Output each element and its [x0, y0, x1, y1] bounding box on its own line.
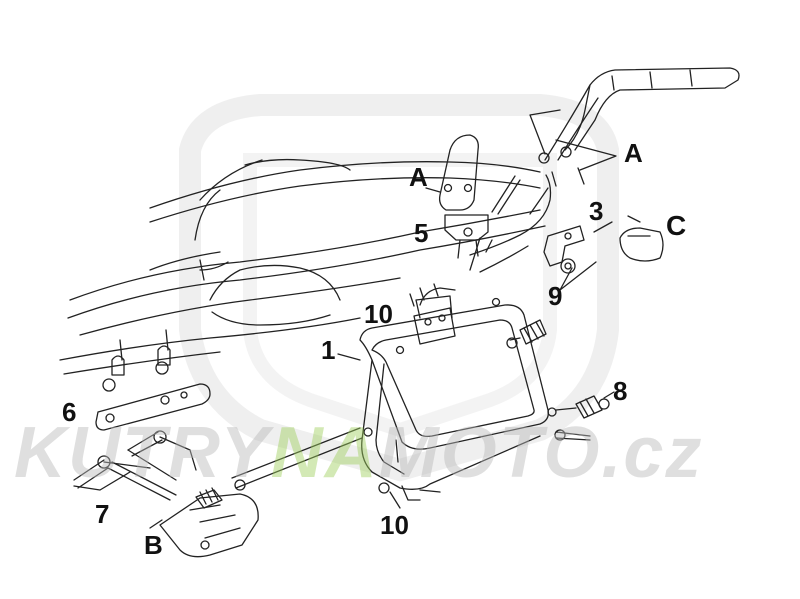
watermark-text: KUTRYNAMOTO.cz	[14, 412, 703, 494]
callout-b: B	[144, 530, 163, 560]
watermark-part-2: NA	[270, 413, 379, 493]
watermark-part-1: KUTRY	[14, 413, 271, 493]
callout-6: 6	[62, 397, 77, 427]
watermark-part-3: MOTO	[378, 413, 602, 493]
callout-9: 9	[548, 281, 563, 311]
watermark-part-4: .cz	[601, 413, 704, 493]
callout-10-top: 10	[364, 299, 393, 329]
callout-3: 3	[589, 196, 604, 226]
callout-c: C	[666, 210, 687, 241]
callout-8: 8	[613, 376, 628, 406]
callout-7: 7	[95, 499, 110, 529]
callout-a-right: A	[624, 138, 643, 168]
callout-10-bottom: 10	[380, 510, 409, 540]
callout-1: 1	[321, 335, 336, 365]
callout-5: 5	[414, 218, 429, 248]
callout-a-left: A	[409, 162, 428, 192]
